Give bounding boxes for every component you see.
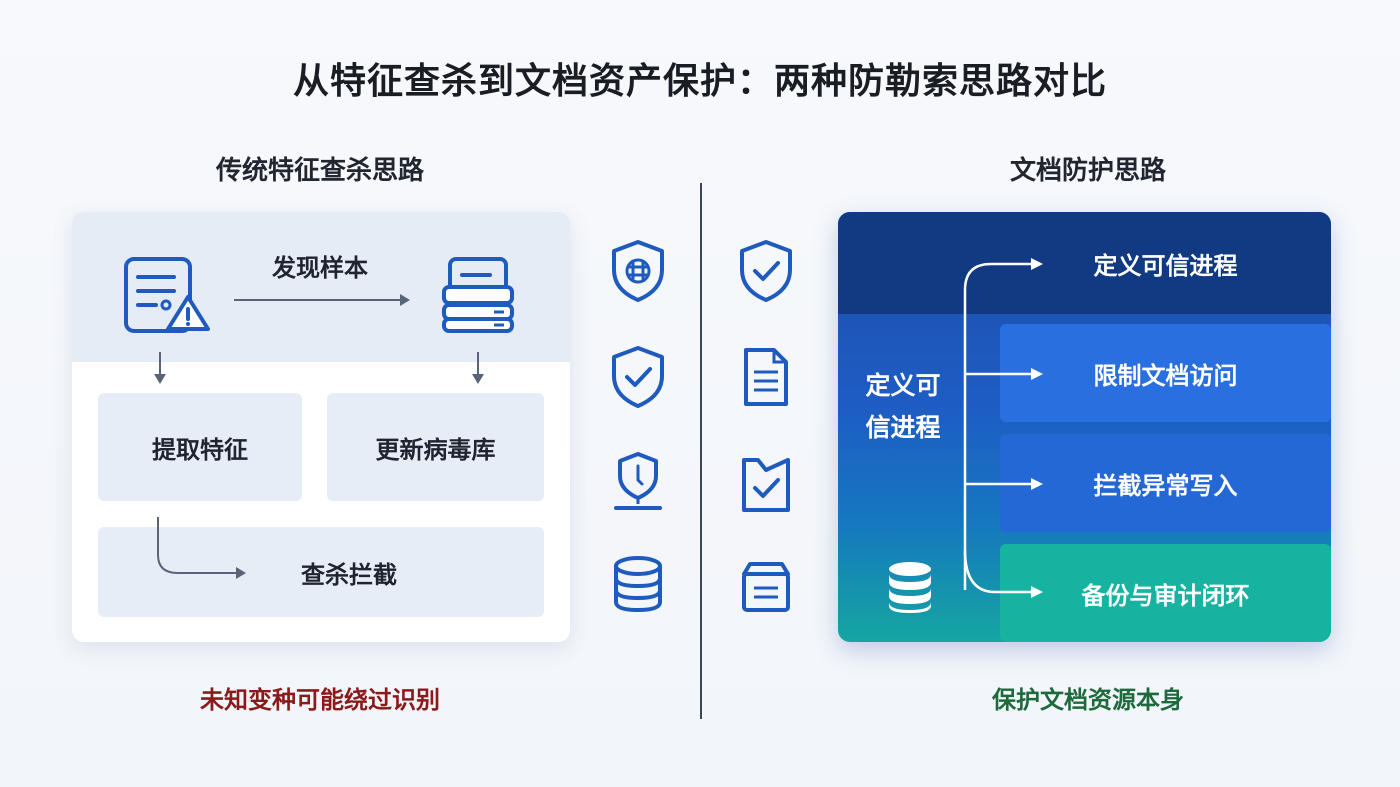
found-sample-label: 发现样本 bbox=[272, 254, 368, 282]
branch-arrows-icon bbox=[963, 258, 1043, 598]
right-heading: 文档防护思路 bbox=[1009, 156, 1166, 186]
step-block-writes: 拦截异常写入 bbox=[1000, 434, 1331, 532]
update-db-box: 更新病毒库 bbox=[327, 393, 544, 501]
section-divider bbox=[700, 183, 702, 719]
archive-box-icon bbox=[742, 562, 790, 612]
shield-check-icon bbox=[612, 346, 664, 408]
kill-block-label: 查杀拦截 bbox=[301, 560, 397, 589]
server-stack-icon bbox=[442, 257, 514, 333]
step-restrict-access: 限制文档访问 bbox=[1000, 324, 1331, 422]
left-note: 未知变种可能绕过识别 bbox=[200, 686, 440, 714]
right-note: 保护文档资源本身 bbox=[992, 686, 1184, 714]
database-icon bbox=[614, 556, 662, 613]
extract-features-box: 提取特征 bbox=[98, 393, 302, 501]
panel-top-band bbox=[838, 212, 1331, 314]
curved-arrow-icon bbox=[157, 517, 246, 579]
step-trusted-process: 定义可信进程 bbox=[1093, 251, 1238, 280]
shield-grid-icon bbox=[612, 240, 664, 302]
shield-check-icon bbox=[740, 240, 792, 302]
document-warning-icon bbox=[124, 257, 210, 333]
arrow-right-icon bbox=[234, 294, 410, 306]
arrow-down-icon bbox=[472, 352, 484, 384]
page-title: 从特征查杀到文档资产保护：两种防勒索思路对比 bbox=[292, 61, 1107, 102]
panel-label-line2: 信进程 bbox=[865, 413, 941, 442]
shield-pin-icon bbox=[614, 452, 662, 510]
document-lines-icon bbox=[744, 348, 788, 406]
panel-side-label: 定义可 信进程 bbox=[848, 365, 958, 449]
panel-label-line1: 定义可 bbox=[865, 371, 941, 400]
left-heading: 传统特征查杀思路 bbox=[215, 156, 424, 186]
database-icon bbox=[889, 562, 931, 613]
folder-check-icon bbox=[742, 458, 790, 512]
arrow-down-icon bbox=[154, 352, 166, 384]
step-backup-audit: 备份与审计闭环 bbox=[1000, 544, 1331, 642]
